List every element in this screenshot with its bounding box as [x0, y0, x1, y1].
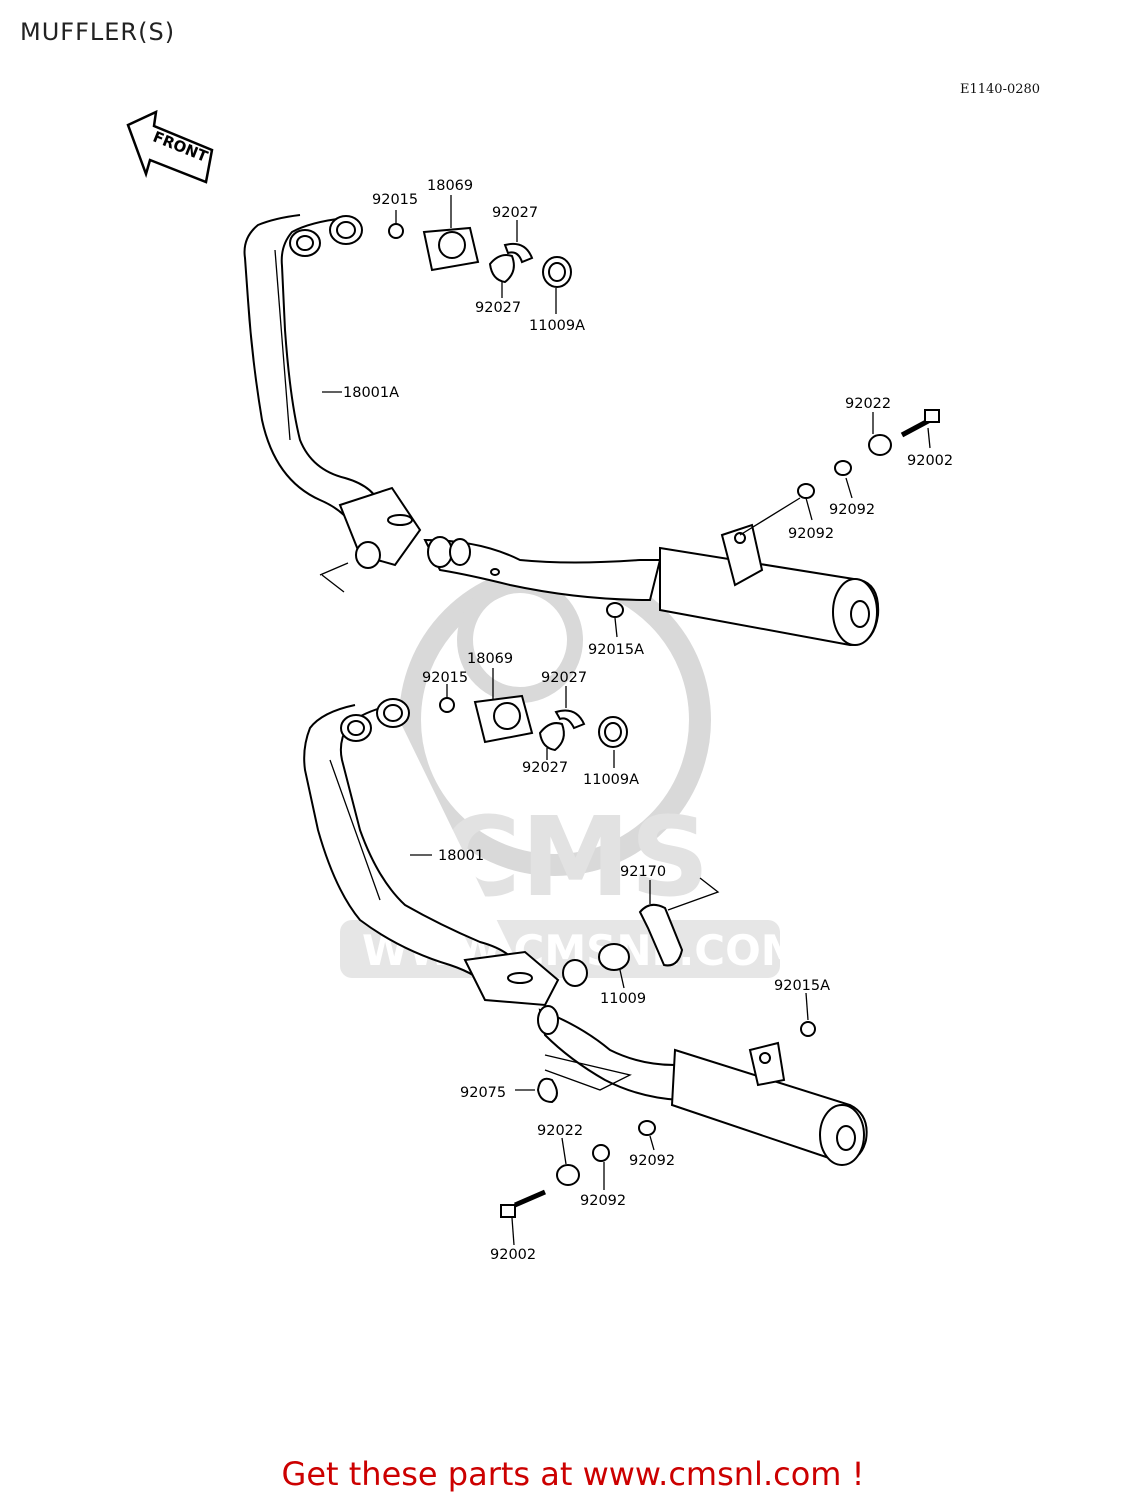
- upper-label-92027-top: 92027: [492, 205, 538, 221]
- lower-label-92170: 92170: [620, 864, 666, 880]
- upper-label-92092-inner: 92092: [788, 526, 834, 542]
- upper-label-92022: 92022: [845, 396, 891, 412]
- front-arrow-icon: [126, 109, 214, 184]
- lower-label-92027-top: 92027: [541, 670, 587, 686]
- upper-damper-inner-part: [797, 483, 815, 499]
- lower-cap-nut: [439, 697, 455, 713]
- page-title: MUFFLER(S): [20, 18, 176, 46]
- lower-label-92002: 92002: [490, 1247, 536, 1263]
- lower-rubber-mount-part: [536, 1077, 558, 1104]
- lower-damper-outer-part: [638, 1120, 656, 1136]
- lower-label-92092-outer: 92092: [629, 1153, 675, 1169]
- lower-assembly: 92015 18069 92027 92027 11009A 18001 921…: [303, 651, 868, 1263]
- upper-label-92002: 92002: [907, 453, 953, 469]
- upper-label-18001A: 18001A: [343, 385, 399, 401]
- upper-assembly: 92015 18069 92027 92027 11009A 18001A 92…: [243, 178, 953, 658]
- upper-label-18069: 18069: [427, 178, 473, 194]
- lower-bolt-part: [514, 1189, 546, 1208]
- upper-label-92027-bottom: 92027: [475, 300, 521, 316]
- lower-label-18069: 18069: [467, 651, 513, 667]
- diagram-code: E1140-0280: [960, 82, 1041, 97]
- upper-label-92015: 92015: [372, 192, 418, 208]
- lower-muffler-bracket: [748, 1041, 786, 1087]
- upper-muffler-bracket: [720, 523, 764, 587]
- front-arrow: FRONT: [126, 109, 214, 184]
- lower-keeper-bottom-part: [538, 722, 565, 752]
- upper-pipe-edge: [274, 249, 291, 441]
- lower-label-92022: 92022: [537, 1123, 583, 1139]
- lower-joint-gasket-part: [598, 943, 630, 971]
- lower-label-92092-inner: 92092: [580, 1193, 626, 1209]
- upper-keeper-top-part: [503, 242, 534, 264]
- footer-promo: Get these parts at www.cmsnl.com !: [281, 1455, 865, 1493]
- upper-exhaust-pipe-inner: [280, 217, 383, 516]
- upper-label-92015A: 92015A: [588, 642, 644, 658]
- upper-mid-pipe: [423, 538, 662, 602]
- lower-label-92015A: 92015A: [774, 978, 830, 994]
- lower-label-92015: 92015: [422, 670, 468, 686]
- lower-label-92075: 92075: [460, 1085, 506, 1101]
- lower-clamp-part: [638, 903, 684, 967]
- lower-keeper-top-part: [554, 709, 586, 730]
- lower-damper-inner-part: [592, 1144, 610, 1162]
- upper-collector-stub: [355, 541, 381, 569]
- upper-nut-part: [606, 602, 624, 618]
- upper-label-11009A: 11009A: [529, 318, 585, 334]
- lower-nut-part: [800, 1021, 816, 1037]
- upper-damper-outer-part: [834, 460, 852, 476]
- lower-collector-stub: [562, 959, 588, 987]
- lower-label-11009: 11009: [600, 991, 646, 1007]
- upper-collar-part: [868, 434, 892, 456]
- upper-keeper-bottom-part: [488, 254, 515, 284]
- upper-label-92092-outer: 92092: [829, 502, 875, 518]
- lower-label-11009A: 11009A: [583, 772, 639, 788]
- lower-label-92027-bottom: 92027: [522, 760, 568, 776]
- lower-collar-part: [556, 1164, 580, 1186]
- lower-mid-pipe: [538, 1008, 682, 1102]
- upper-cap-nut: [388, 223, 404, 239]
- lower-label-18001: 18001: [438, 848, 484, 864]
